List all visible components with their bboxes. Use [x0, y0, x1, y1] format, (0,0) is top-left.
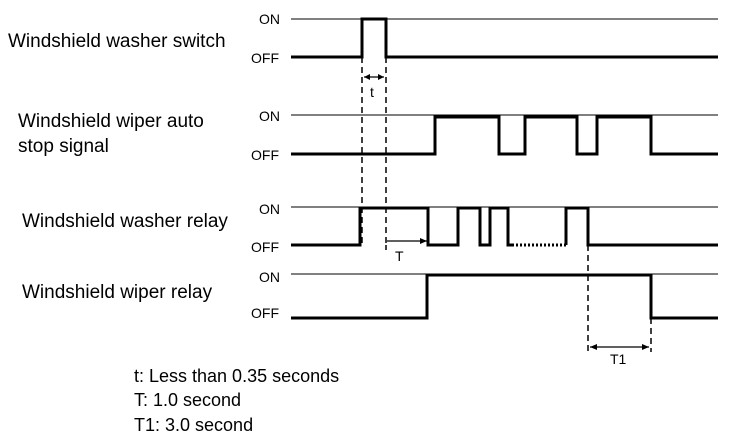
note-T1: T1: 3.0 second	[134, 415, 253, 435]
washer-switch-label: Windshield washer switch	[8, 31, 226, 52]
t-arrowhead-left	[364, 74, 370, 80]
washer-relay-label: Windshield washer relay	[22, 211, 228, 232]
T1-marker-label: T1	[610, 351, 627, 367]
wiper-relay-label: Windshield wiper relay	[22, 282, 213, 303]
washer-switch-waveform	[291, 17, 718, 59]
T1-arrowhead-left	[590, 344, 597, 350]
auto-stop-label-line1: Windshield wiper auto	[18, 111, 204, 132]
t-marker-label: t	[370, 84, 374, 100]
wiper-relay-on-label: ON	[259, 269, 280, 285]
wiper-relay-off-label: OFF	[251, 305, 279, 321]
wiper-relay-waveform	[291, 273, 718, 320]
auto-stop-off-label: OFF	[251, 147, 279, 163]
t-arrowhead-right	[378, 74, 384, 80]
note-t: t: Less than 0.35 seconds	[134, 366, 339, 386]
washer-relay-waveform-part1	[291, 206, 512, 247]
auto-stop-label-line2: stop signal	[18, 136, 109, 157]
note-T: T: 1.0 second	[134, 390, 241, 410]
T-arrowhead	[420, 238, 427, 244]
auto-stop-on-label: ON	[259, 108, 280, 124]
washer-switch-off-label: OFF	[251, 50, 279, 66]
auto-stop-waveform	[291, 115, 718, 156]
T1-arrowhead-right	[642, 344, 649, 350]
T-marker-label: T	[395, 248, 404, 264]
washer-relay-waveform-part2	[564, 206, 718, 247]
washer-relay-on-label: ON	[259, 201, 280, 217]
washer-relay-off-label: OFF	[251, 239, 279, 255]
washer-switch-on-label: ON	[259, 11, 280, 27]
